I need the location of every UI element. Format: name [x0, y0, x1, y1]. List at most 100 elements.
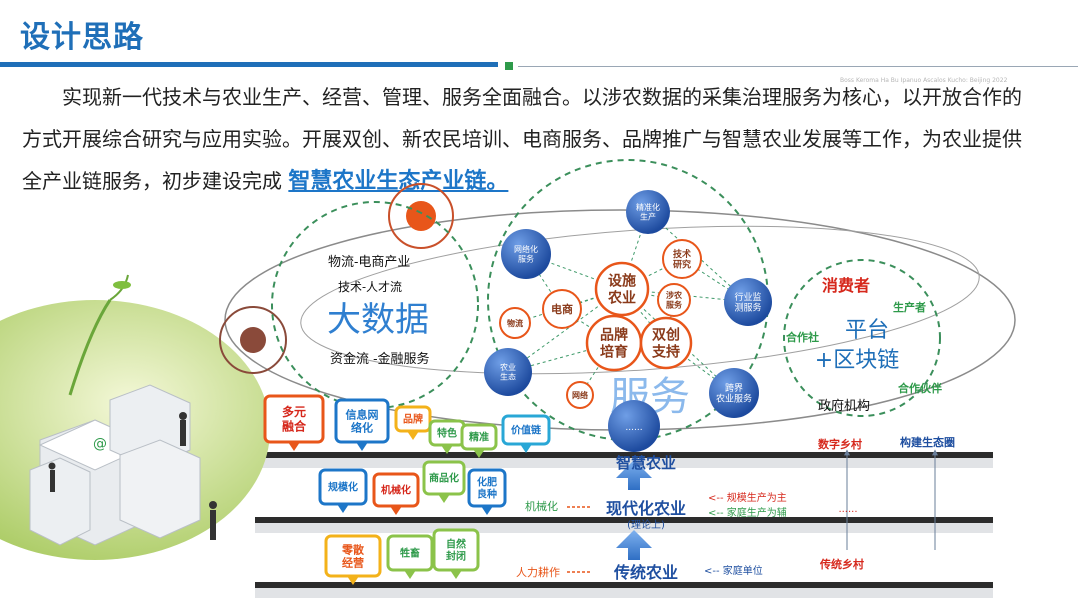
layer-tag: 牲畜	[386, 534, 434, 579]
service-sphere-dots: ......	[625, 423, 642, 433]
platform-title2: +区块链	[815, 348, 899, 373]
bigdata-circle	[271, 201, 479, 409]
service-node-label: 精准化生产	[636, 202, 660, 222]
service-node-label: 物流	[507, 318, 523, 328]
bigdata-line1: 物流-电商产业	[328, 255, 410, 270]
keyboard-cubes-illustration: @	[29, 274, 217, 546]
service-node-orange	[542, 289, 582, 329]
service-node-orange	[662, 239, 702, 279]
service-node-blue	[501, 229, 551, 279]
layer-tag-label: 规模化	[328, 481, 358, 494]
service-node-blue	[484, 348, 532, 396]
orbit-ring-top	[388, 183, 454, 249]
layer-tag-label: 价值链	[511, 424, 542, 437]
platform-circle	[783, 259, 941, 417]
layer-tag-label: 自然封闭	[446, 538, 466, 563]
layer-tag-label: 零散经营	[341, 542, 365, 569]
inner-orbit	[300, 225, 980, 375]
label-family-aux: <-- 家庭生产为辅	[708, 506, 787, 519]
bigdata-line3: 资金流 -金融服务	[330, 351, 430, 367]
label-family: <-- 家庭单位	[704, 564, 763, 577]
title-divider-square	[505, 62, 513, 70]
layer-tag: 商品化	[422, 460, 466, 503]
layer-tag-label: 信息网络化	[346, 407, 379, 434]
platform-gov: 政府机构	[818, 399, 870, 414]
label-manual: 人力耕作	[516, 565, 560, 579]
platform-producer: 生产者	[893, 300, 926, 314]
watermark: Boss Keroma Ha Bu Ipanuo Ascalos Kucho: …	[840, 77, 1008, 84]
layer-tag: 价值链	[501, 414, 551, 453]
platform-title1: 平台	[845, 318, 889, 343]
service-node-label: 电商	[551, 302, 573, 316]
layer-tag-label: 化肥良种	[477, 476, 497, 501]
layer-tags: 多元融合 信息网络化 品牌特色精准 价值链规模化 机械化 商品化 化肥良种零散经营 牲畜 自然封…	[263, 394, 551, 585]
layer-tag: 信息网络化	[334, 398, 390, 451]
service-node-hub	[639, 316, 693, 370]
level-traditional: 传统农业	[613, 563, 678, 582]
orbit-node-top	[406, 201, 436, 231]
level-modern-sub: (理论上)	[627, 518, 665, 531]
title-underline	[0, 62, 498, 67]
service-node-orange	[566, 381, 594, 409]
orbit-node-left	[240, 327, 266, 353]
service-node-label: 技术研究	[673, 248, 691, 271]
layer-tag-label: 牲畜	[400, 547, 420, 560]
platform-coop: 合作社	[786, 330, 819, 344]
service-node-label: 双创支持	[651, 327, 680, 361]
service-link	[561, 308, 615, 344]
layer-tag: 自然封闭	[432, 528, 480, 579]
label-eco: 构建生态圈	[900, 435, 955, 449]
platform-partner: 合作伙伴	[898, 381, 942, 395]
orbit-ring-left	[219, 306, 287, 374]
level-arrows	[567, 400, 938, 573]
layer-tag: 特色	[428, 419, 466, 454]
service-node-label: 涉农服务	[666, 290, 683, 310]
label-dots: ......	[838, 504, 857, 515]
service-node-blue	[626, 190, 670, 234]
level-smart: 智慧农业	[616, 454, 676, 472]
service-node-hub	[594, 261, 650, 317]
service-sphere	[608, 400, 660, 452]
service-node-label: 品牌培育	[600, 327, 628, 361]
layer-tag: 零散经营	[324, 534, 382, 585]
label-scale: <-- 规模生产为主	[708, 491, 787, 504]
service-node-label: 农业生态	[500, 362, 516, 382]
level-modern: 现代化农业	[606, 499, 686, 518]
svg-text:@: @	[93, 436, 107, 452]
bigdata-title: 大数据	[327, 300, 429, 340]
layer-tag: 化肥良种	[467, 468, 507, 515]
service-node-label: 行业监测服务	[734, 291, 761, 314]
service-node-orange	[499, 307, 531, 339]
service-node-orange	[657, 283, 691, 317]
layer-tag-label: 机械化	[381, 484, 411, 497]
service-node-label: 网络	[572, 390, 588, 400]
platform-consumer: 消费者	[822, 276, 870, 295]
bigdata-line2: 技术-人才流	[338, 280, 402, 294]
layer-tag: 规模化	[318, 468, 368, 513]
intro-paragraph: 实现新一代技术与农业生产、经营、管理、服务全面融合。以涉农数据的采集治理服务为核…	[22, 76, 1022, 203]
layer-tag-label: 特色	[437, 427, 457, 440]
title-divider-line	[518, 66, 1078, 67]
service-node-label: 网络化服务	[514, 244, 538, 264]
layer-tag: 多元融合	[263, 394, 325, 451]
service-node-blue	[724, 278, 772, 326]
layer-tag: 机械化	[372, 472, 420, 515]
service-link	[579, 342, 615, 396]
layer-shelf-bottom	[255, 582, 993, 598]
intro-highlight: 智慧农业生态产业链。	[288, 169, 509, 194]
page-title: 设计思路	[20, 20, 144, 55]
service-node-blue	[709, 368, 759, 418]
layer-tag-label: 商品化	[429, 472, 459, 485]
layer-tag-label: 多元融合	[282, 404, 307, 433]
service-node-label: 跨界农业服务	[716, 383, 752, 405]
layer-tag: 精准	[460, 423, 498, 458]
label-traditional-village: 传统乡村	[819, 557, 864, 571]
layer-tag: 品牌	[394, 405, 432, 440]
layer-tag-label: 精准	[469, 431, 489, 444]
layer-tag-label: 品牌	[403, 413, 423, 426]
label-digital-village: 数字乡村	[818, 437, 862, 451]
service-node-label: 设施农业	[607, 273, 636, 307]
intro-text: 实现新一代技术与农业生产、经营、管理、服务全面融合。以涉农数据的采集治理服务为核…	[22, 85, 1022, 193]
